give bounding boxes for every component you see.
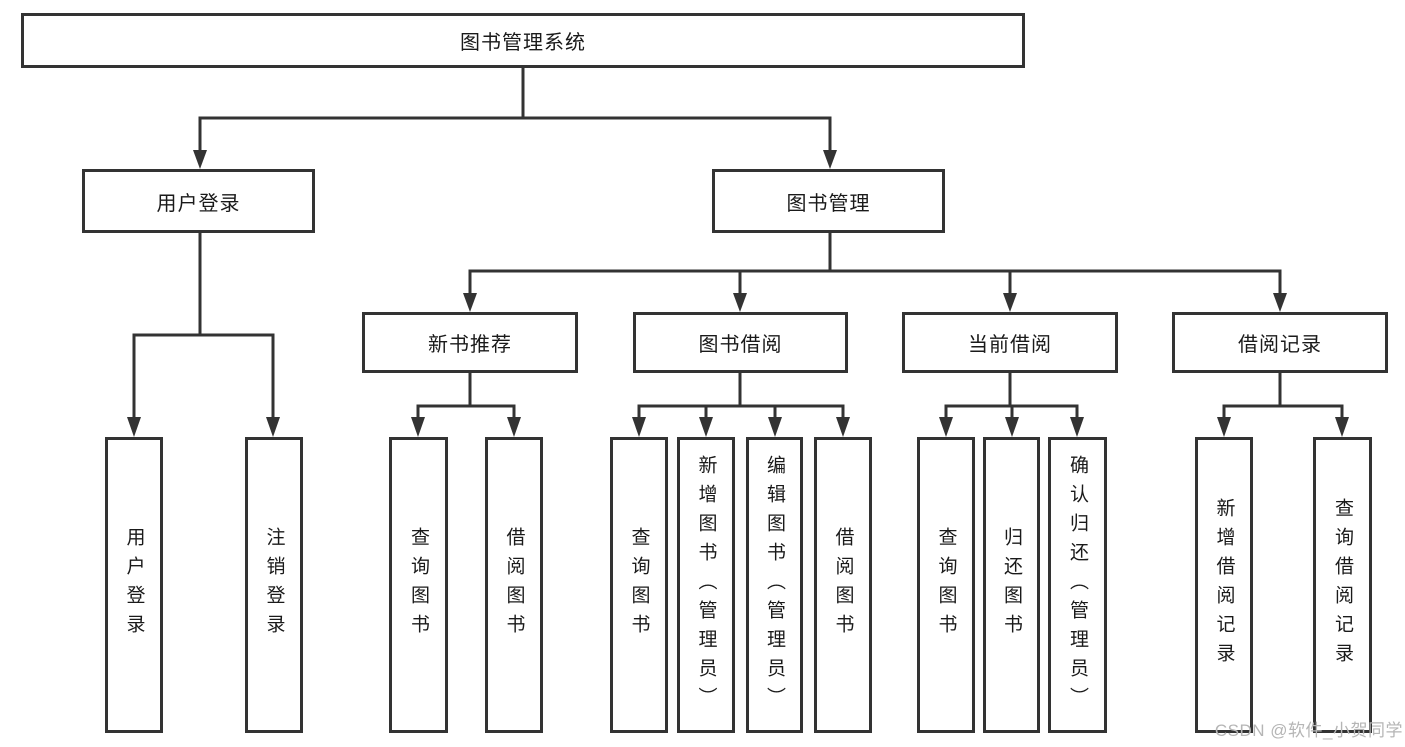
leaf-return-book: 归还图书 — [983, 437, 1040, 733]
node-user-login: 用户登录 — [82, 169, 315, 233]
node-label: 借阅图书 — [503, 527, 525, 643]
node-label: 借阅图书 — [832, 527, 854, 643]
node-label: 注销登录 — [263, 527, 285, 643]
node-label: 借阅记录 — [1238, 334, 1322, 356]
leaf-logout: 注销登录 — [245, 437, 303, 733]
node-label: 新增图书（管理员） — [695, 454, 717, 716]
node-label: 当前借阅 — [968, 334, 1052, 356]
node-book-management: 图书管理 — [712, 169, 945, 233]
node-current-borrow: 当前借阅 — [902, 312, 1118, 373]
watermark: CSDN @软件_小贺同学 — [1214, 721, 1403, 740]
node-label: 新增借阅记录 — [1213, 498, 1235, 672]
leaf-borrow-book-1: 借阅图书 — [485, 437, 543, 733]
leaf-edit-book-admin: 编辑图书（管理员） — [746, 437, 803, 733]
leaf-add-borrow-record: 新增借阅记录 — [1195, 437, 1253, 733]
node-label: 图书借阅 — [698, 334, 783, 356]
node-label: 新书推荐 — [428, 334, 512, 356]
node-borrow-records: 借阅记录 — [1172, 312, 1388, 373]
leaf-add-book-admin: 新增图书（管理员） — [677, 437, 735, 733]
leaf-query-book-1: 查询图书 — [389, 437, 448, 733]
node-label: 用户登录 — [156, 192, 241, 215]
node-label: 图书管理 — [786, 192, 871, 215]
node-library-management-system: 图书管理系统 — [21, 13, 1025, 68]
node-label: 查询图书 — [935, 527, 957, 643]
node-label: 查询图书 — [628, 527, 650, 643]
node-label: 查询借阅记录 — [1332, 498, 1353, 672]
leaf-confirm-return-admin: 确认归还（管理员） — [1048, 437, 1107, 733]
leaf-user-login: 用户登录 — [105, 437, 163, 733]
node-label: 归还图书 — [1001, 527, 1022, 643]
leaf-query-book-2: 查询图书 — [610, 437, 668, 733]
node-label: 编辑图书（管理员） — [764, 454, 785, 716]
node-label: 确认归还（管理员） — [1067, 454, 1088, 716]
leaf-query-borrow-record: 查询借阅记录 — [1313, 437, 1372, 733]
node-label: 用户登录 — [123, 527, 145, 643]
node-label: 查询图书 — [408, 527, 429, 643]
leaf-query-book-3: 查询图书 — [917, 437, 975, 733]
leaf-borrow-book-2: 借阅图书 — [814, 437, 872, 733]
node-book-borrow: 图书借阅 — [633, 312, 848, 373]
node-label: 图书管理系统 — [460, 32, 586, 54]
node-new-book-recommend: 新书推荐 — [362, 312, 578, 373]
